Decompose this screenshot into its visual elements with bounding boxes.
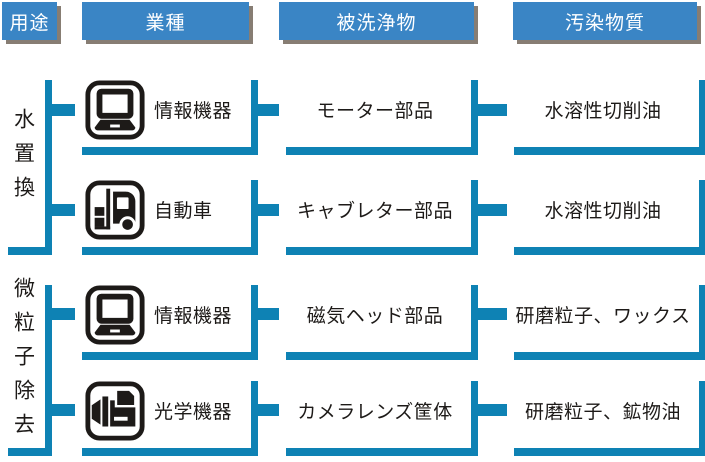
contaminant-box-row1: 水溶性切削油 [507, 72, 699, 147]
connector-industry-object-row3 [244, 308, 284, 320]
industry-label: 光学機器 [154, 402, 233, 423]
cleaned-object-box-row1: モーター部品 [279, 72, 471, 147]
cleaned-object-box-row2: キャブレター部品 [279, 172, 471, 247]
cleaned-object-label: キャブレター部品 [296, 201, 453, 222]
usage-label: 水置換 [11, 108, 35, 211]
industry-box-row2: 自動車 [75, 172, 251, 247]
contaminant-box-row3: 研磨粒子、ワックス [507, 277, 699, 352]
connector-industry-object-row4 [244, 404, 284, 416]
header-industry: 業種 [82, 2, 249, 40]
industry-label: 情報機器 [154, 101, 233, 122]
camera-icon [84, 380, 146, 442]
cleaned-object-label: 磁気ヘッド部品 [306, 306, 444, 327]
connector-object-contaminant-row1 [466, 104, 512, 116]
header-contaminant: 汚染物質 [513, 2, 697, 40]
connector-usage-industry-row4 [44, 404, 78, 416]
contaminant-label: 研磨粒子、ワックス [515, 306, 691, 327]
usage-label: 微粒子除去 [11, 277, 35, 448]
cleaned-object-box-row4: カメラレンズ筐体 [279, 373, 471, 448]
computer-icon [84, 284, 146, 346]
usage-box-particle-removal: 微粒子除去 [1, 277, 45, 448]
connector-industry-object-row2 [244, 204, 284, 216]
connector-usage-industry-row2 [44, 204, 78, 216]
connector-object-contaminant-row3 [466, 308, 512, 320]
industry-box-row1: 情報機器 [75, 72, 251, 147]
usage-box-water-displacement: 水置換 [1, 72, 45, 247]
header-cleaned-object: 被洗浄物 [279, 2, 474, 40]
connector-usage-industry-row3 [44, 308, 78, 320]
computer-icon [84, 79, 146, 141]
cleaned-object-box-row3: 磁気ヘッド部品 [279, 277, 471, 352]
industry-label: 自動車 [154, 201, 213, 222]
connector-industry-object-row1 [244, 104, 284, 116]
contaminant-box-row2: 水溶性切削油 [507, 172, 699, 247]
connector-usage-industry-row1 [44, 104, 78, 116]
industry-label: 情報機器 [154, 306, 233, 327]
cleaned-object-label: モーター部品 [316, 101, 434, 122]
connector-object-contaminant-row4 [466, 404, 512, 416]
forklift-icon [84, 179, 146, 241]
contaminant-label: 水溶性切削油 [544, 101, 662, 122]
header-usage: 用途 [2, 2, 57, 40]
contaminant-label: 水溶性切削油 [544, 201, 662, 222]
contaminant-box-row4: 研磨粒子、鉱物油 [507, 373, 699, 448]
industry-box-row4: 光学機器 [75, 373, 251, 448]
contaminant-label: 研磨粒子、鉱物油 [524, 402, 681, 423]
connector-object-contaminant-row2 [466, 204, 512, 216]
cleaned-object-label: カメラレンズ筐体 [297, 402, 453, 423]
industry-box-row3: 情報機器 [75, 277, 251, 352]
